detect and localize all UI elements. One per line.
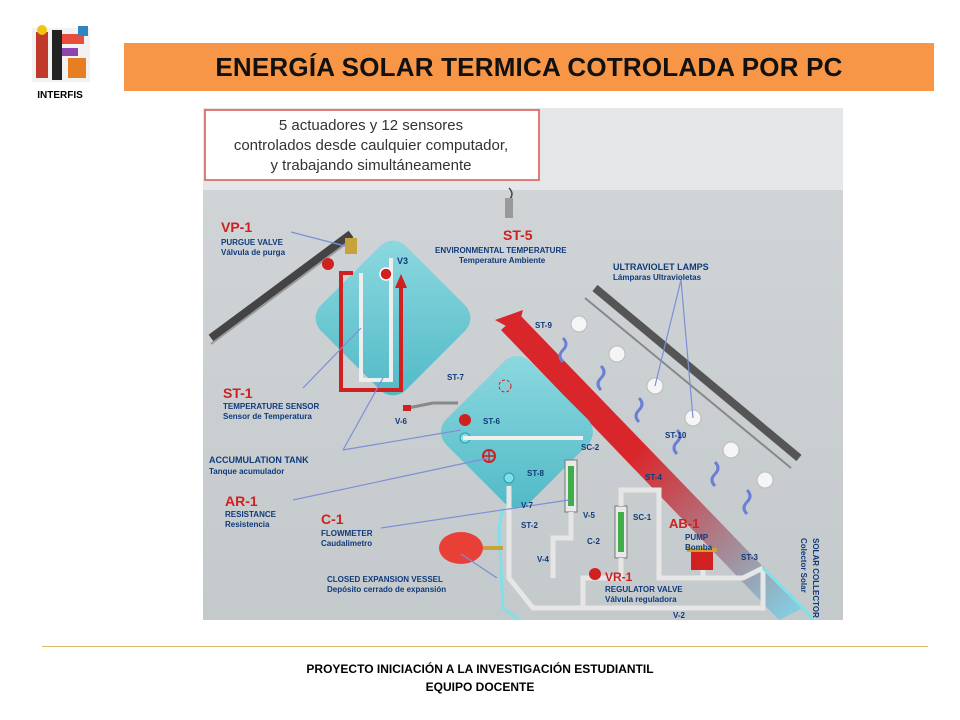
logo-label: INTERFIS	[37, 90, 83, 101]
leader-lines	[290, 231, 694, 579]
tank-en: ACCUMULATION TANK	[209, 455, 309, 465]
footer: PROYECTO INICIACIÓN A LA INVESTIGACIÓN E…	[0, 660, 960, 696]
footer-divider	[42, 646, 928, 647]
diagram-svg: 5 actuadores y 12 sensores controlados d…	[203, 108, 843, 622]
c1-es: Caudalimetro	[321, 539, 372, 548]
vessel-es: Depósito cerrado de expansión	[327, 585, 446, 594]
c1-en: FLOWMETER	[321, 529, 373, 538]
pump	[691, 550, 713, 570]
tag-st6: ST-6	[483, 417, 500, 426]
ab1-es: Bomba	[685, 543, 713, 552]
solar-es: Colector Solar	[799, 538, 808, 593]
ab1-en: PUMP	[685, 533, 709, 542]
upper-white-pipe	[359, 258, 393, 382]
st5-sensor	[505, 187, 513, 218]
cold-pipe	[497, 507, 815, 622]
st1-code: ST-1	[223, 385, 253, 401]
tag-v2: V-2	[673, 611, 686, 620]
accumulation-tank	[441, 356, 593, 508]
tag-v4: V-4	[537, 555, 550, 564]
solar-en: SOLAR COLLECTOR	[811, 538, 820, 618]
tag-c2: C-2	[587, 537, 600, 546]
callout-box: 5 actuadores y 12 sensores controlados d…	[204, 109, 540, 181]
st5-code: ST-5	[503, 227, 533, 243]
solar-collector	[495, 310, 803, 620]
logo-mark-icon	[32, 25, 90, 82]
tag-st10: ST-10	[665, 431, 687, 440]
uv-en: ULTRAVIOLET LAMPS	[613, 262, 709, 272]
regulator-valve	[589, 568, 601, 580]
left-rail	[208, 230, 354, 345]
uv-rays	[558, 336, 752, 516]
ar1-code: AR-1	[225, 493, 258, 509]
tag-v5: V-5	[583, 511, 596, 520]
vp1-en: PURGUE VALVE	[221, 238, 284, 247]
ar1-es: Resistencia	[225, 520, 270, 529]
tag-st2: ST-2	[521, 521, 538, 530]
uv-es: Lámparas Ultravioletas	[613, 273, 702, 282]
tag-st9: ST-9	[535, 321, 552, 330]
page-title: ENERGÍA SOLAR TERMICA COTROLADA POR PC	[215, 51, 843, 82]
st1-en: TEMPERATURE SENSOR	[223, 402, 320, 411]
vr1-es: Válvula reguladora	[605, 595, 677, 604]
ab1-code: AB-1	[669, 516, 699, 531]
upper-loop-pipe	[339, 271, 403, 392]
st1-es: Sensor de Temperatura	[223, 412, 312, 421]
tag-st7: ST-7	[447, 373, 464, 382]
uv-lamps-rail	[584, 284, 802, 469]
vp1-es: Válvula de purga	[221, 248, 286, 257]
st5-en: ENVIRONMENTAL TEMPERATURE	[435, 246, 567, 255]
title-bar: ENERGÍA SOLAR TERMICA COTROLADA POR PC	[124, 43, 934, 91]
tag-v3: V3	[397, 256, 408, 266]
vp1-code: VP-1	[221, 219, 252, 235]
tag-sc1: SC-1	[633, 513, 652, 522]
vessel-en: CLOSED EXPANSION VESSEL	[327, 575, 443, 584]
tag-st3: ST-3	[741, 553, 758, 562]
st6-sensor	[459, 414, 471, 426]
vr1-en: REGULATOR VALVE	[605, 585, 683, 594]
callout-line-2: controlados desde caulquier computador,	[234, 137, 508, 154]
tank-es: Tanque acumulador	[209, 467, 284, 476]
ar1-en: RESISTANCE	[225, 510, 277, 519]
vr1-code: VR-1	[605, 570, 633, 584]
footer-line-1: PROYECTO INICIACIÓN A LA INVESTIGACIÓN E…	[306, 662, 654, 676]
solar-thermal-diagram: 5 actuadores y 12 sensores controlados d…	[203, 108, 843, 622]
purge-valve-handle	[322, 258, 334, 270]
st5-es: Temperature Ambiente	[459, 256, 546, 265]
c1-code: C-1	[321, 511, 344, 527]
callout-line-3: y trabajando simultáneamente	[271, 157, 472, 174]
pipe-network	[506, 486, 766, 611]
footer-line-2: EQUIPO DOCENTE	[425, 680, 535, 694]
tag-st8: ST-8	[527, 469, 544, 478]
tag-st4: ST-4	[645, 473, 662, 482]
purge-valve-body	[345, 238, 357, 254]
tag-v6: V-6	[395, 417, 408, 426]
expansion-vessel	[439, 532, 483, 564]
tag-v7: V-7	[521, 501, 534, 510]
callout-line-1: 5 actuadores y 12 sensores	[279, 117, 463, 134]
interfis-logo	[28, 22, 94, 86]
tag-sc2: SC-2	[581, 443, 600, 452]
